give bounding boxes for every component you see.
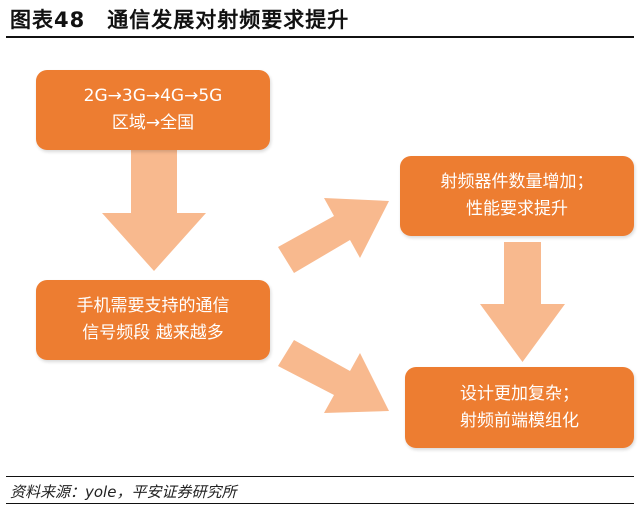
arrow-box1-box2 [102, 150, 206, 271]
node-rf-components-line-2: 性能要求提升 [466, 199, 568, 219]
node-generations-line-1: 2G→3G→4G→5G [83, 86, 223, 106]
figure-title-text: 通信发展对射频要求提升 [107, 8, 350, 32]
node-design-complexity-line-1: 设计更加复杂； [460, 383, 579, 404]
node-design-complexity: 设计更加复杂； 射频前端模组化 [405, 367, 634, 448]
node-frequency-bands: 手机需要支持的通信 信号频段 越来越多 [36, 280, 270, 360]
figure-title: 图表48 通信发展对射频要求提升 [10, 4, 349, 34]
node-design-complexity-line-2: 射频前端模组化 [460, 410, 579, 431]
title-rule [6, 36, 634, 38]
node-frequency-bands-line-2: 信号频段 越来越多 [82, 323, 224, 343]
node-rf-components-line-1: 射频器件数量增加； [440, 172, 594, 192]
source-rule-bottom [6, 503, 634, 504]
node-rf-components: 射频器件数量增加； 性能要求提升 [400, 156, 634, 236]
node-frequency-bands-line-1: 手机需要支持的通信 [76, 296, 230, 316]
node-generations: 2G→3G→4G→5G 区域→全国 [36, 70, 270, 150]
figure-label: 图表48 [10, 8, 86, 32]
arrow-box2-box3 [278, 198, 389, 273]
node-generations-line-2: 区域→全国 [111, 113, 195, 133]
source-note: 资料来源：yole，平安证券研究所 [10, 483, 237, 501]
arrow-box3-box4 [480, 242, 565, 362]
arrow-box2-box4 [278, 340, 389, 413]
source-rule-top [6, 476, 634, 477]
